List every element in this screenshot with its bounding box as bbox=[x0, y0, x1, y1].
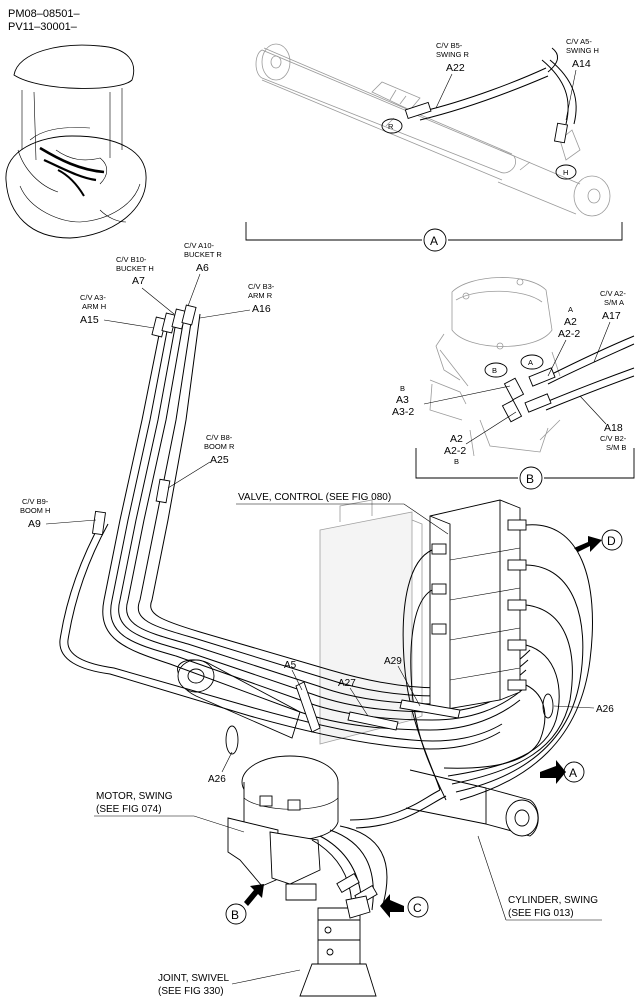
serial-line-2: PV11–30001– bbox=[8, 21, 78, 33]
view-arrow-c-label: C bbox=[413, 901, 422, 915]
a7-label: A7 bbox=[132, 275, 145, 287]
a16-label: A16 bbox=[252, 303, 271, 315]
a25-label: A25 bbox=[210, 454, 229, 466]
a6-desc-2: BUCKET R bbox=[184, 250, 222, 259]
a5-label: A5 bbox=[284, 660, 297, 671]
detail-a-port-r: R bbox=[388, 122, 394, 131]
detail-b-swing-motor-ports: A B C/V A2- S/M A A17 A A2 A2-2 B A3 A3-… bbox=[392, 277, 635, 490]
a17-label: A17 bbox=[602, 310, 621, 322]
view-arrow-d-label: D bbox=[607, 534, 616, 548]
a14-desc-1: C/V A5- bbox=[566, 37, 592, 46]
detail-a-swing-cylinder: R H C/V B5- SWING R A22 C/V A5- SWING H … bbox=[245, 37, 623, 252]
a6-desc-1: C/V A10- bbox=[184, 241, 215, 250]
view-arrow-b-label: B bbox=[231, 908, 239, 922]
a9-desc-1: C/V B9- bbox=[22, 497, 49, 506]
detail-a-callout: A bbox=[430, 234, 438, 248]
a3-2-label: A3-2 bbox=[392, 406, 414, 418]
cylinder-reference-line-2: (SEE FIG 013) bbox=[508, 908, 574, 919]
motor-reference-line-1: MOTOR, SWING bbox=[96, 791, 173, 802]
view-arrow-a-label: A bbox=[569, 766, 577, 780]
cylinder-reference-line-1: CYLINDER, SWING bbox=[508, 895, 598, 906]
a22-desc-2: SWING R bbox=[436, 50, 469, 59]
detail-b-port-a: A bbox=[528, 358, 533, 367]
a7-desc-2: BUCKET H bbox=[116, 264, 154, 273]
a3-group-tag: B bbox=[400, 384, 405, 393]
view-arrow-d: D bbox=[574, 529, 623, 552]
reference-callouts: VALVE, CONTROL (SEE FIG 080) MOTOR, SWIN… bbox=[94, 492, 602, 997]
valve-control-reference: VALVE, CONTROL (SEE FIG 080) bbox=[238, 492, 391, 503]
serial-line-1: PM08–08501– bbox=[8, 8, 80, 20]
a15-label: A15 bbox=[80, 314, 99, 326]
view-arrow-a: A bbox=[540, 760, 585, 784]
a9-desc-2: BOOM H bbox=[20, 506, 50, 515]
a2-group-tag: A bbox=[568, 305, 573, 314]
a22-label: A22 bbox=[446, 62, 465, 74]
a25-desc-2: BOOM R bbox=[204, 442, 235, 451]
a2-label: A2 bbox=[564, 316, 577, 328]
a15-desc-1: C/V A3- bbox=[80, 293, 106, 302]
a29-label: A29 bbox=[384, 656, 402, 667]
a2-2-label: A2-2 bbox=[558, 328, 580, 340]
a16-desc-1: C/V B3- bbox=[248, 282, 275, 291]
view-arrow-c: C bbox=[380, 894, 429, 918]
a2b-label: A2 bbox=[450, 433, 463, 445]
machine-locator-sketch bbox=[5, 44, 147, 239]
hose-labels: C/V B10- BUCKET H A7 C/V A10- BUCKET R A… bbox=[20, 241, 614, 785]
joint-reference-line-2: (SEE FIG 330) bbox=[158, 986, 224, 997]
a16-desc-2: ARM R bbox=[248, 291, 273, 300]
main-assembly bbox=[59, 304, 593, 997]
a26-right-label: A26 bbox=[596, 704, 614, 715]
a2b-2-label: A2-2 bbox=[444, 445, 466, 457]
a17-desc-1: C/V A2- bbox=[600, 289, 626, 298]
a14-label: A14 bbox=[572, 58, 591, 70]
view-arrow-b: B bbox=[225, 884, 264, 925]
joint-reference-line-1: JOINT, SWIVEL bbox=[158, 973, 230, 984]
a2b-tag: B bbox=[454, 457, 459, 466]
a27-label: A27 bbox=[338, 678, 356, 689]
a18-desc-2: S/M B bbox=[606, 443, 626, 452]
detail-b-callout: B bbox=[526, 472, 534, 486]
a3-label: A3 bbox=[396, 394, 409, 406]
a7-desc-1: C/V B10- bbox=[116, 255, 147, 264]
a18-label: A18 bbox=[604, 422, 623, 434]
a17-desc-2: S/M A bbox=[604, 298, 624, 307]
a14-desc-2: SWING H bbox=[566, 46, 599, 55]
a25-desc-1: C/V B8- bbox=[206, 433, 233, 442]
a6-label: A6 bbox=[196, 262, 209, 274]
a22-desc-1: C/V B5- bbox=[436, 41, 463, 50]
a9-label: A9 bbox=[28, 518, 41, 530]
a18-desc-1: C/V B2- bbox=[600, 434, 627, 443]
a26-left-label: A26 bbox=[208, 774, 226, 785]
detail-b-port-b: B bbox=[492, 366, 497, 375]
detail-a-port-h: H bbox=[563, 168, 568, 177]
a15-desc-2: ARM H bbox=[82, 302, 106, 311]
motor-reference-line-2: (SEE FIG 074) bbox=[96, 804, 162, 815]
